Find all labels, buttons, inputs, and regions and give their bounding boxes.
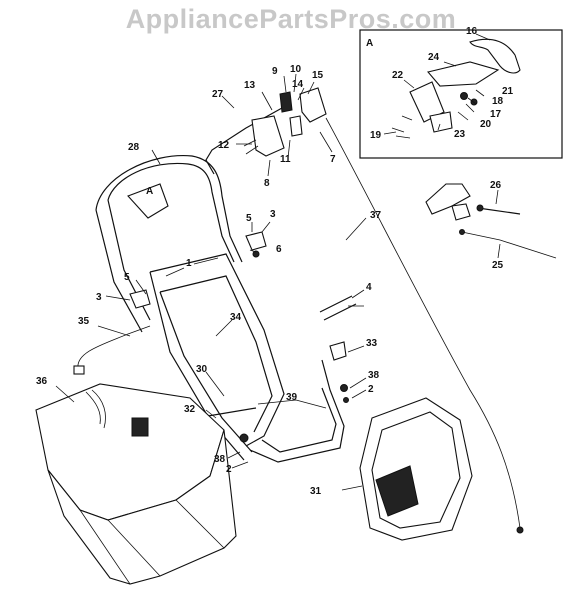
control-assembly <box>205 87 524 534</box>
callout-2-right: 2 <box>368 384 374 395</box>
callout-2-left: 2 <box>226 464 232 475</box>
lower-handle-30 <box>149 271 245 461</box>
watermark: AppliancePartsPros.com <box>125 4 457 34</box>
cable-37 <box>325 117 521 529</box>
control-pin-9 <box>279 91 293 113</box>
callout-5-lower: 5 <box>124 272 130 283</box>
callout-27: 27 <box>212 89 224 100</box>
inset-callout-21: 21 <box>502 86 514 97</box>
callout-15: 15 <box>312 70 324 81</box>
callout-35: 35 <box>78 316 90 327</box>
callout-33: 33 <box>366 338 378 349</box>
callout-14: 14 <box>292 79 304 90</box>
handle-latch-a <box>127 183 169 219</box>
callout-36: 36 <box>36 376 48 387</box>
callout-30: 30 <box>196 364 208 375</box>
callout-38-right: 38 <box>368 370 380 381</box>
inset-callout-22: 22 <box>392 70 404 81</box>
callout-10: 10 <box>290 64 302 75</box>
callout-11: 11 <box>280 154 291 165</box>
callout-3-lower: 3 <box>96 292 102 303</box>
callout-5-upper: 5 <box>246 213 252 224</box>
cable-26 <box>477 207 521 215</box>
callout-28: 28 <box>128 142 140 153</box>
callout-1: 1 <box>186 258 192 269</box>
callout-25: 25 <box>492 260 504 271</box>
callout-4: 4 <box>366 282 372 293</box>
control-housing-7 <box>299 87 327 123</box>
catcher-logo-plate <box>131 417 149 437</box>
callout-31: 31 <box>310 486 322 497</box>
inset-plate-center <box>429 111 453 133</box>
inset-screws <box>391 115 413 139</box>
inset-callout-23: 23 <box>454 129 466 140</box>
inset-label: A <box>366 38 373 49</box>
bag-31 <box>359 397 473 541</box>
frame-39 <box>249 359 345 463</box>
cable-25 <box>461 231 557 259</box>
inset-callout-17: 17 <box>490 109 502 120</box>
callout-38-left: 38 <box>214 454 226 465</box>
inset-spring <box>460 92 468 100</box>
upper-handle-28 <box>107 162 235 263</box>
callout-39: 39 <box>286 392 298 403</box>
callout-9: 9 <box>272 66 278 77</box>
callout-34: 34 <box>230 312 242 323</box>
right-parts <box>425 183 557 259</box>
control-bracket-8 <box>251 115 285 157</box>
inset-callout-18: 18 <box>492 96 504 107</box>
callouts: 13 9 10 14 15 27 12 11 7 8 28 5 3 6 1 5 … <box>36 64 504 497</box>
cable-35 <box>77 325 151 369</box>
callout-37: 37 <box>370 210 382 221</box>
inset-bracket <box>469 38 521 74</box>
inset-callout-20: 20 <box>480 119 492 130</box>
callout-7: 7 <box>330 154 336 165</box>
inset-detail-a: A 16 24 22 21 18 17 20 19 23 <box>359 26 563 159</box>
handle-assembly: A <box>73 155 357 463</box>
callout-32: 32 <box>184 404 196 415</box>
knob-3-lower <box>129 289 151 309</box>
inset-callout-19: 19 <box>370 130 382 141</box>
leader-lines <box>55 73 501 491</box>
inset-callout-24: 24 <box>428 52 440 63</box>
knob-3-upper <box>245 231 267 251</box>
spacer-11 <box>289 115 303 137</box>
clip-33 <box>329 341 347 361</box>
inset-plate-left <box>409 81 445 123</box>
callout-12: 12 <box>218 140 230 151</box>
inset-lever <box>426 61 500 87</box>
grass-catcher-36 <box>35 383 237 585</box>
inset-washer <box>470 98 478 106</box>
callout-26: 26 <box>490 180 502 191</box>
callout-6: 6 <box>276 244 282 255</box>
callout-13: 13 <box>244 80 256 91</box>
lower-handle-34 <box>149 253 285 447</box>
inset-callout-16: 16 <box>466 26 478 37</box>
rods-4 <box>319 295 357 321</box>
callout-3-upper: 3 <box>270 209 276 220</box>
bag-pocket <box>375 465 419 517</box>
handle-detail-label: A <box>146 186 153 197</box>
bracket-26-left <box>425 183 471 215</box>
callout-8: 8 <box>264 178 270 189</box>
